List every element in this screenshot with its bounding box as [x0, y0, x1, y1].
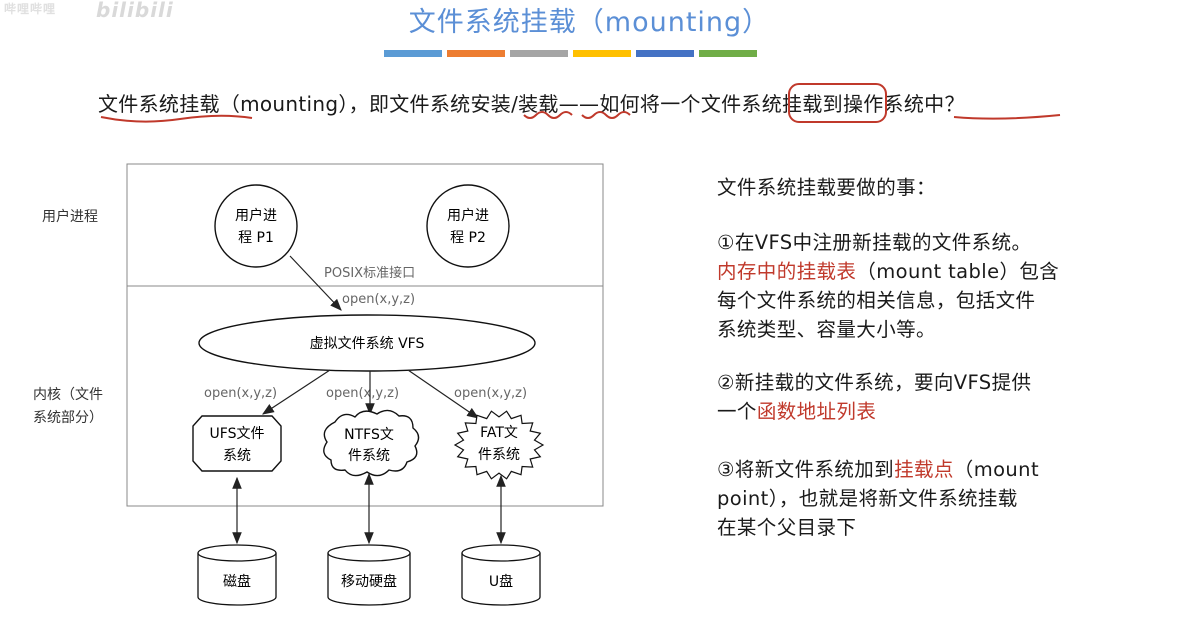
vfs-ellipse	[198, 314, 536, 372]
open-top-label: open(x,y,z)	[342, 292, 415, 307]
bilibili-logo: bilibili	[96, 0, 174, 22]
disk2-label: 移动硬盘	[341, 573, 397, 590]
step2-red: 函数地址列表	[756, 400, 877, 423]
disk-cylinder-1	[197, 544, 277, 606]
vfs-to-ufs-arrow	[261, 369, 331, 415]
ufs-line1: UFS文件	[210, 426, 265, 442]
process-p1	[214, 184, 298, 268]
color-bar	[699, 50, 757, 57]
step3-line1: ③将新文件系统加到挂载点（mount	[717, 455, 1157, 484]
ntfs-line2: 件系统	[348, 448, 390, 464]
step3-prefix: ③将新文件系统加到	[717, 458, 895, 481]
intro-text-3: 挂载到	[782, 92, 843, 116]
watermark: 哔哩哔哩 bilibili	[0, 0, 190, 22]
step1-block: ①在VFS中注册新挂载的文件系统。 内存中的挂载表（mount table）包含…	[717, 228, 1157, 344]
open-mid-label: open(x,y,z)	[326, 386, 399, 401]
disk3-label: U盘	[489, 573, 513, 590]
user-process-label: 用户进程	[42, 208, 98, 225]
posix-label: POSIX标准接口	[324, 265, 415, 281]
step1-rest: （mount table）包含	[856, 260, 1060, 283]
p2-line2: 程 P2	[450, 230, 486, 246]
right-heading: 文件系统挂载要做的事：	[717, 176, 936, 199]
annotation-squiggle-load	[581, 111, 631, 119]
intro-text-1: （mounting），即文件系统	[219, 92, 471, 116]
step3-line2: point），也就是将新文件系统挂载	[717, 487, 1018, 510]
step3-rest: （mount	[953, 458, 1039, 481]
step2-block: ②新挂载的文件系统，要向VFS提供 一个函数地址列表	[717, 368, 1157, 426]
step1-line3: 每个文件系统的相关信息，包括文件	[717, 289, 1036, 312]
step1-line2: 内存中的挂载表（mount table）包含	[717, 257, 1157, 286]
intro-slash: /	[511, 92, 519, 116]
color-bar	[636, 50, 694, 57]
open-left-label: open(x,y,z)	[204, 386, 277, 401]
intro-term: 文件系统挂载	[98, 92, 220, 116]
p1-line1: 用户进	[235, 207, 277, 224]
vfs-to-fat-arrow	[407, 369, 479, 419]
ufs-filesystem	[192, 415, 282, 472]
step1-red: 内存中的挂载表	[717, 260, 857, 283]
vfs-label: 虚拟文件系统 VFS	[310, 336, 425, 352]
red-annotations	[100, 83, 1061, 123]
fat-line1: FAT文	[480, 425, 518, 441]
step3-red: 挂载点	[894, 458, 954, 481]
color-bar	[510, 50, 568, 57]
annotation-box-filesystem	[788, 83, 887, 123]
disk-cylinder-2	[327, 544, 411, 606]
fat-line2: 件系统	[478, 447, 520, 463]
vfs-diagram: 用户进程 内核（文件 系统部分） 用户进 程 P1 用户进 程 P2 POSIX…	[33, 163, 604, 606]
ntfs-filesystem	[323, 409, 420, 477]
step1-line1: ①在VFS中注册新挂载的文件系统。	[717, 231, 1032, 254]
step3-line3: 在某个父目录下	[717, 516, 857, 539]
annotation-underline-term	[100, 114, 253, 123]
ufs-line2: 系统	[223, 448, 251, 464]
intro-os: 操作系统	[842, 92, 925, 116]
p1-line2: 程 P1	[238, 230, 274, 246]
disk1-label: 磁盘	[223, 573, 251, 590]
disk-cylinder-3	[461, 544, 541, 606]
intro-text-4: 中？	[924, 92, 965, 116]
p1-to-vfs-arrow	[289, 255, 342, 311]
intro-filesystem: 文件系统	[700, 92, 783, 116]
color-bar	[573, 50, 631, 57]
step1-line4: 系统类型、容量大小等。	[717, 318, 936, 341]
open-right-label: open(x,y,z)	[454, 386, 527, 401]
ntfs-line1: NTFS文	[344, 427, 394, 443]
annotation-underline-os	[953, 114, 1061, 120]
process-p2	[426, 184, 510, 268]
step3-block: ③将新文件系统加到挂载点（mount point），也就是将新文件系统挂载 在某…	[717, 455, 1157, 542]
intro-sentence: 文件系统挂载（mounting），即文件系统安装/装载——如何将一个文件系统挂载…	[98, 88, 965, 117]
p2-line1: 用户进	[447, 207, 489, 224]
kernel-label-line1: 内核（文件	[33, 387, 103, 403]
step2-line1: ②新挂载的文件系统，要向VFS提供	[717, 371, 1032, 394]
annotation-squiggle-install	[523, 111, 573, 119]
intro-text-2: ——如何将一个	[558, 92, 701, 116]
intro-install: 安装	[470, 92, 512, 116]
slide-title: 文件系统挂载（mounting）	[408, 7, 771, 38]
color-bar	[447, 50, 505, 57]
step2-line2: 一个函数地址列表	[717, 397, 1157, 426]
watermark-left: 哔哩哔哩	[4, 2, 57, 16]
fat-filesystem	[453, 410, 545, 480]
kernel-label-line2: 系统部分）	[33, 410, 103, 426]
color-bar	[384, 50, 442, 57]
step2-prefix: 一个	[717, 400, 757, 423]
